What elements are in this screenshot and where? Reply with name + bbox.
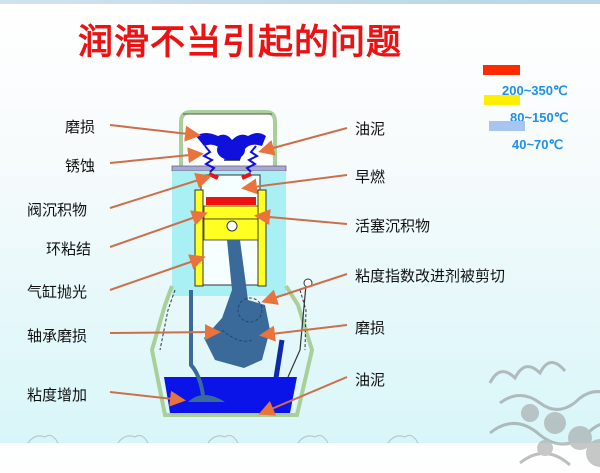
- engine-diagram: [109, 110, 348, 417]
- cloud-pattern-decoration: [27, 434, 419, 443]
- label-ring-sticking: 环粘结: [46, 240, 92, 258]
- legend-swatch-red: [483, 65, 520, 75]
- label-cylinder-polishing: 气缸抛光: [27, 283, 88, 301]
- page-title: 润滑不当引起的问题: [78, 23, 403, 63]
- top-border-strip: [0, 0, 600, 4]
- label-sludge-top: 油泥: [355, 120, 386, 138]
- label-wear-valve: 磨损: [65, 118, 96, 136]
- label-valve-deposits: 阀沉积物: [27, 201, 88, 219]
- label-viscosity-increase: 粘度增加: [27, 386, 88, 404]
- dragon-decoration-icon: [488, 361, 600, 467]
- label-preignition: 早燃: [355, 168, 386, 186]
- label-bearing-wear: 轴承磨损: [27, 327, 88, 345]
- label-wear-crank: 磨损: [355, 319, 386, 337]
- legend-swatch-blue: [489, 121, 525, 131]
- legend-label-red: 200~350℃: [502, 83, 568, 98]
- legend-swatch-yellow: [484, 95, 520, 105]
- label-sludge-sump: 油泥: [355, 371, 386, 389]
- legend-label-blue: 40~70℃: [512, 137, 564, 152]
- label-vi-improver-shear: 粘度指数改进剂被剪切: [355, 267, 506, 285]
- label-piston-deposits: 活塞沉积物: [355, 217, 431, 235]
- label-rust: 锈蚀: [65, 157, 96, 175]
